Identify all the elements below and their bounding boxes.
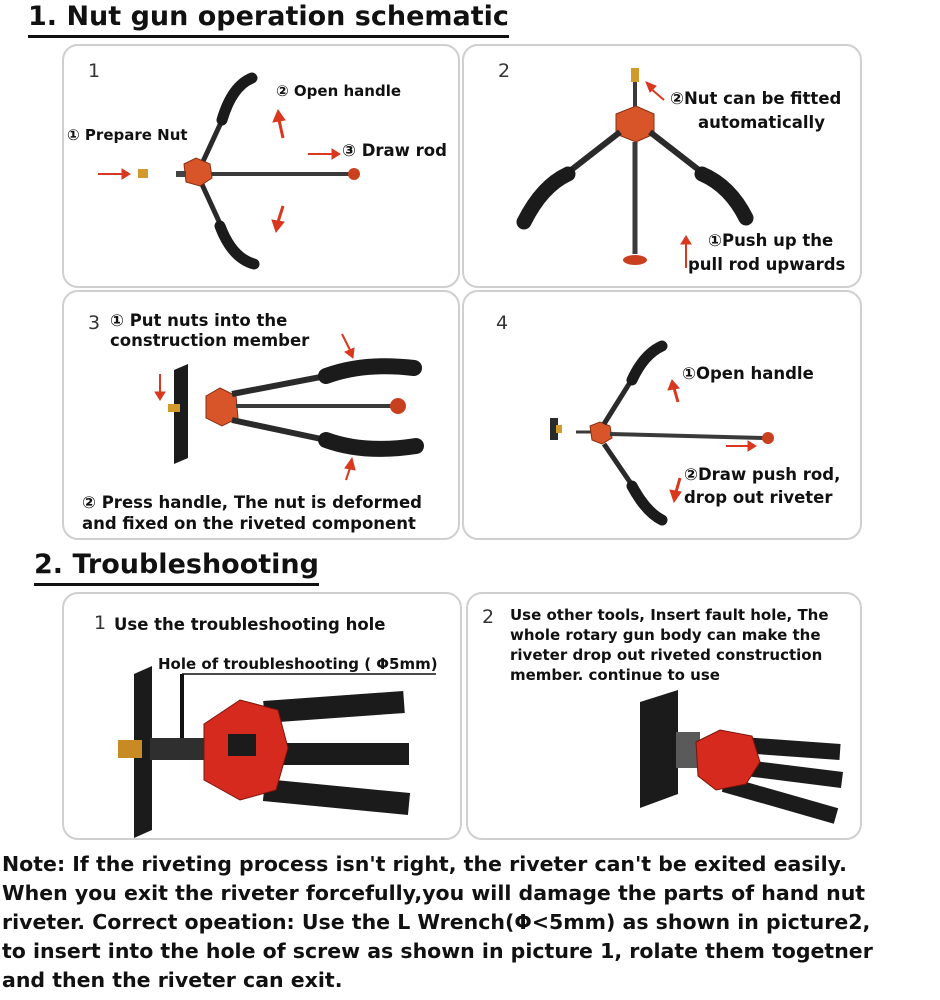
panel-step-2: 2 ②Nut can be fitted automatically ①Push…: [462, 44, 862, 288]
label-open-handle: ② Open handle: [276, 82, 402, 100]
trouble-2-illustration: [640, 690, 843, 824]
trouble-number: 1: [94, 612, 107, 634]
step-number: 1: [88, 60, 101, 82]
note-paragraph: Note: If the riveting process isn't righ…: [2, 850, 938, 995]
trouble-2-line3: riveter drop out riveted construction: [510, 646, 823, 664]
trouble-1-title: Use the troubleshooting hole: [114, 615, 386, 634]
note-line: riveter. Correct opeation: Use the L Wre…: [2, 910, 871, 934]
note-line: to insert into the hole of screw as show…: [2, 939, 873, 963]
panel-step-1: 1 ① Prepare Nut ② Open handle ③ Draw rod: [62, 44, 460, 288]
label-draw-rod: ③ Draw rod: [342, 141, 447, 160]
label-press-line2: and fixed on the riveted component: [82, 514, 416, 533]
label-put-nuts-line2: construction member: [110, 331, 310, 350]
step-2-illustration: [516, 68, 754, 268]
step-4-illustration: [550, 340, 774, 526]
label-draw-push-line1: ②Draw push rod,: [684, 465, 841, 484]
label-prepare-nut: ① Prepare Nut: [67, 126, 188, 144]
label-press-line1: ② Press handle, The nut is deformed: [82, 493, 422, 512]
label-put-nuts-line1: ① Put nuts into the: [110, 311, 288, 330]
label-open-handle: ①Open handle: [682, 364, 814, 383]
trouble-2-line1: Use other tools, Insert fault hole, The: [510, 606, 829, 624]
step-1-illustration: [98, 72, 360, 270]
section-title-operation: 1. Nut gun operation schematic: [28, 0, 509, 38]
label-draw-push-line2: drop out riveter: [684, 488, 833, 507]
step-number: 3: [88, 312, 101, 334]
trouble-2-line2: whole rotary gun body can make the: [510, 626, 821, 644]
panel-trouble-2: 2 Use other tools, Insert fault hole, Th…: [466, 592, 862, 840]
trouble-1-illustration: [118, 666, 436, 838]
step-number: 4: [496, 312, 509, 334]
note-line: Note: If the riveting process isn't righ…: [2, 852, 847, 876]
label-troubleshooting-hole: Hole of troubleshooting ( Φ5mm): [158, 655, 438, 673]
label-nut-fitted-line2: automatically: [698, 113, 825, 132]
panel-step-4: 4 ①Open handle ②Draw push rod, drop out …: [462, 290, 862, 540]
section-title-troubleshooting: 2. Troubleshooting: [34, 548, 319, 586]
trouble-2-line4: member. continue to use: [510, 666, 720, 684]
panel-trouble-1: 1 Use the troubleshooting hole Hole of t…: [62, 592, 462, 840]
step-3-illustration: [154, 333, 424, 481]
label-push-up-line2: pull rod upwards: [688, 255, 846, 274]
label-nut-fitted-line1: ②Nut can be fitted: [670, 89, 842, 108]
trouble-number: 2: [482, 606, 495, 628]
note-line: When you exit the riveter forcefully,you…: [2, 881, 866, 905]
label-push-up-line1: ①Push up the: [708, 231, 834, 250]
step-number: 2: [498, 60, 511, 82]
note-line: and then the riveter can exit.: [2, 968, 343, 992]
panel-step-3: 3 ① Put nuts into the construction membe…: [62, 290, 460, 540]
